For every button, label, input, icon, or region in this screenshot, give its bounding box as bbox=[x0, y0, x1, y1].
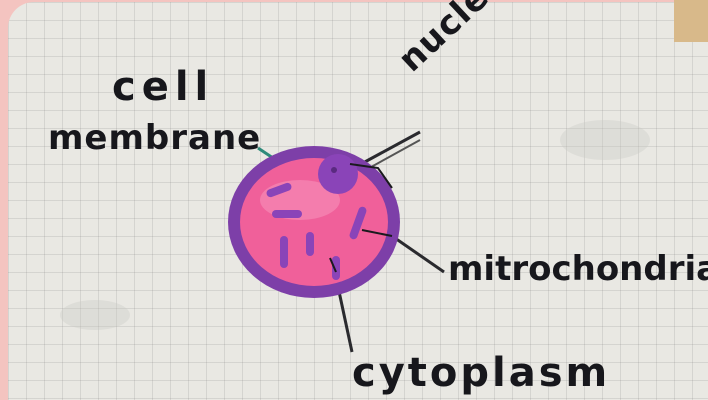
mito-pointer bbox=[392, 236, 444, 272]
label-cytoplasm: cytoplasm bbox=[352, 350, 610, 396]
label-membrane: membrane bbox=[48, 118, 261, 158]
cytoplasm bbox=[240, 158, 388, 286]
mitochondrion bbox=[280, 236, 288, 268]
label-mitochondria: mitrochondria bbox=[448, 249, 708, 289]
nucleus-spot bbox=[331, 167, 337, 173]
mitochondrion bbox=[306, 232, 314, 256]
nucleus bbox=[318, 154, 358, 194]
label-cell: cell bbox=[112, 64, 214, 110]
mitochondrion bbox=[272, 210, 302, 218]
